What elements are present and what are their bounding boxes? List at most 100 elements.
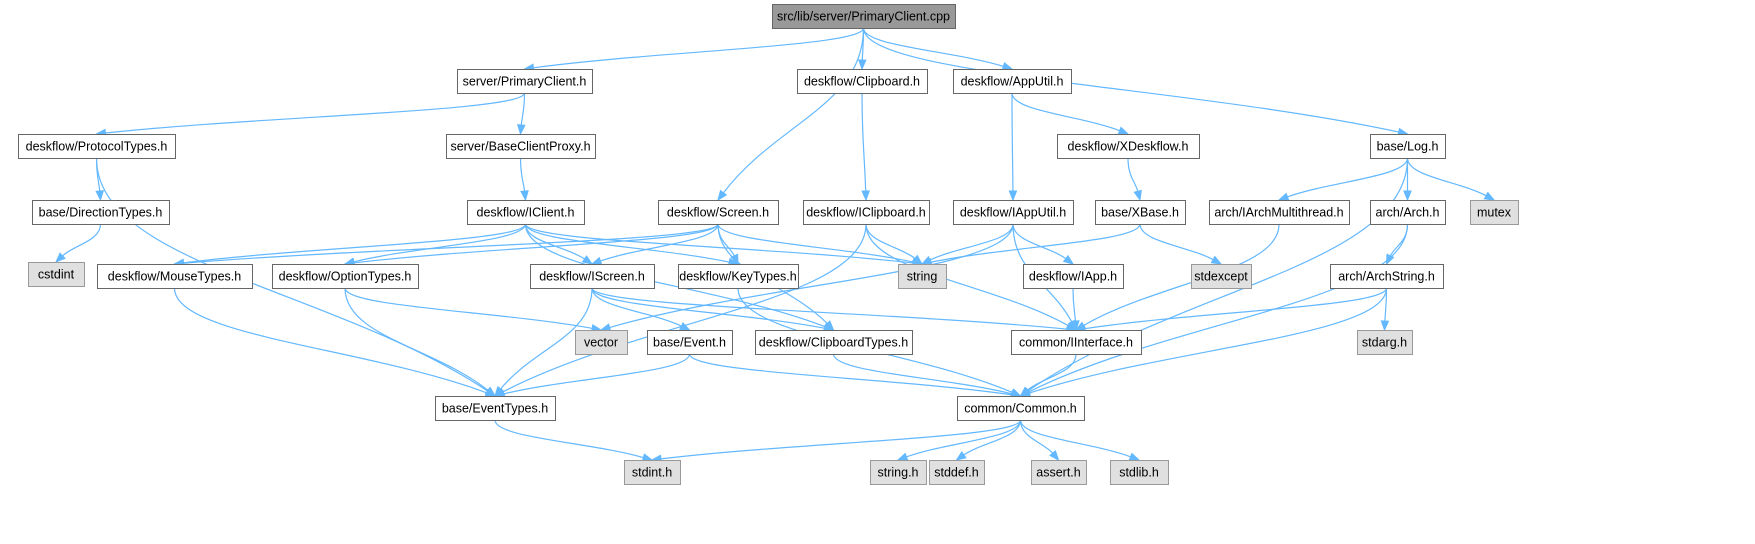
edge-primaryclient_h-to-protocoltypes_h xyxy=(104,92,526,134)
node-box-keytypes_h xyxy=(678,264,799,289)
edge-iclient_h-to-optiontypes_h xyxy=(352,223,527,263)
node-label: arch/Arch.h xyxy=(1376,206,1440,220)
node-label: deskflow/MouseTypes.h xyxy=(108,270,241,284)
node-optiontypes_h[interactable]: deskflow/OptionTypes.h xyxy=(272,264,419,289)
arrowhead-primaryclient_h-to-baseclientproxy_h xyxy=(516,124,526,136)
node-directiontypes_h[interactable]: base/DirectionTypes.h xyxy=(32,200,170,225)
node-label: common/Common.h xyxy=(964,402,1077,416)
node-box-clipboard_h xyxy=(797,69,928,94)
edge-common_h-to-string_h xyxy=(905,419,1022,458)
edge-optiontypes_h-to-vector xyxy=(344,287,594,330)
arrowhead-directiontypes_h-to-cstdint xyxy=(55,252,66,263)
node-label: string xyxy=(907,270,938,284)
edge-log_h-to-mutex xyxy=(1406,157,1488,197)
node-label: stdarg.h xyxy=(1362,336,1407,350)
arrowhead-common_h-to-assert_h xyxy=(1049,449,1060,462)
arrowhead-common_h-to-stdlib_h xyxy=(1128,452,1141,461)
arrowhead-arch_h-to-archstring_h xyxy=(1385,253,1395,266)
arrowhead-archstring_h-to-stdarg_h xyxy=(1380,320,1390,332)
node-arch_h[interactable]: arch/Arch.h xyxy=(1370,200,1446,225)
node-xbase_h[interactable]: base/XBase.h xyxy=(1095,200,1186,225)
node-box-stdexcept xyxy=(1191,264,1252,289)
node-assert_h: assert.h xyxy=(1031,460,1087,485)
edge-common_h-to-assert_h xyxy=(1019,419,1054,455)
node-iclipboard_h[interactable]: deskflow/IClipboard.h xyxy=(803,200,930,225)
node-box-iclient_h xyxy=(467,200,585,225)
edge-common_h-to-stdint_h xyxy=(659,419,1022,460)
edge-iscreen_h-to-eventtypes_h xyxy=(499,287,593,391)
node-box-archstring_h xyxy=(1330,264,1444,289)
node-box-string_h xyxy=(870,460,927,485)
edge-iapputil_h-to-string xyxy=(928,223,1014,261)
edge-arch_h-to-common_h xyxy=(1027,223,1409,393)
node-baseclientproxy_h[interactable]: server/BaseClientProxy.h xyxy=(446,134,596,159)
edge-iscreen_h-to-clipboardtypes_h xyxy=(591,287,826,330)
arrowhead-iclipboard_h-to-string xyxy=(911,254,924,265)
node-root: src/lib/server/PrimaryClient.cpp xyxy=(772,4,956,29)
node-primaryclient_h[interactable]: server/PrimaryClient.h xyxy=(457,69,593,94)
arrowhead-protocoltypes_h-to-directiontypes_h xyxy=(95,190,105,202)
node-string_h: string.h xyxy=(870,460,927,485)
node-label: deskflow/IClient.h xyxy=(477,206,575,220)
node-iapputil_h[interactable]: deskflow/IAppUtil.h xyxy=(953,200,1074,225)
edge-apputil_h-to-iapputil_h xyxy=(1011,92,1014,193)
node-label: stddef.h xyxy=(934,466,979,480)
node-screen_h[interactable]: deskflow/Screen.h xyxy=(658,200,779,225)
edge-root-to-primaryclient_h xyxy=(532,27,865,69)
node-box-iapputil_h xyxy=(953,200,1074,225)
edge-iclipboard_h-to-string xyxy=(865,223,917,260)
node-box-primaryclient_h xyxy=(457,69,593,94)
node-log_h[interactable]: base/Log.h xyxy=(1370,134,1446,159)
arrowhead-log_h-to-mutex xyxy=(1483,191,1496,201)
node-event_h[interactable]: base/Event.h xyxy=(647,330,733,355)
node-label: vector xyxy=(584,336,618,350)
node-label: deskflow/IApp.h xyxy=(1029,270,1117,284)
arrowhead-optiontypes_h-to-eventtypes_h xyxy=(484,386,497,397)
node-box-cstdint xyxy=(28,262,85,287)
node-xdeskflow_h[interactable]: deskflow/XDeskflow.h xyxy=(1057,134,1200,159)
node-iinterface_h[interactable]: common/IInterface.h xyxy=(1011,330,1142,355)
node-archstring_h[interactable]: arch/ArchString.h xyxy=(1330,264,1444,289)
node-stdexcept: stdexcept xyxy=(1191,264,1252,289)
node-label: server/PrimaryClient.h xyxy=(463,75,587,89)
edge-iinterface_h-to-common_h xyxy=(1026,353,1077,392)
node-iclient_h[interactable]: deskflow/IClient.h xyxy=(467,200,585,225)
node-label: deskflow/IClipboard.h xyxy=(806,206,926,220)
node-box-directiontypes_h xyxy=(32,200,170,225)
edge-screen_h-to-string xyxy=(717,223,915,263)
node-common_h[interactable]: common/Common.h xyxy=(957,396,1085,421)
edge-common_h-to-stdlib_h xyxy=(1019,419,1132,458)
arrowhead-screen_h-to-iscreen_h xyxy=(590,256,603,265)
node-label: base/Log.h xyxy=(1377,140,1439,154)
node-keytypes_h[interactable]: deskflow/KeyTypes.h xyxy=(678,264,799,289)
node-mousetypes_h[interactable]: deskflow/MouseTypes.h xyxy=(97,264,253,289)
edge-iapputil_h-to-iapp_h xyxy=(1012,223,1067,260)
node-label: assert.h xyxy=(1036,466,1081,480)
node-iapp_h[interactable]: deskflow/IApp.h xyxy=(1023,264,1124,289)
node-clipboardtypes_h[interactable]: deskflow/ClipboardTypes.h xyxy=(755,330,913,355)
node-box-apputil_h xyxy=(953,69,1072,94)
arrowhead-root-to-clipboard_h xyxy=(857,59,867,71)
node-label: stdint.h xyxy=(632,466,672,480)
node-iarchmultithread_h[interactable]: arch/IArchMultithread.h xyxy=(1209,200,1350,225)
node-label: common/IInterface.h xyxy=(1019,336,1133,350)
node-box-iclipboard_h xyxy=(803,200,930,225)
edge-archstring_h-to-common_h xyxy=(1027,287,1388,395)
node-apputil_h[interactable]: deskflow/AppUtil.h xyxy=(953,69,1072,94)
node-label: arch/ArchString.h xyxy=(1338,270,1435,284)
node-box-arch_h xyxy=(1370,200,1446,225)
node-protocoltypes_h[interactable]: deskflow/ProtocolTypes.h xyxy=(18,134,176,159)
node-box-log_h xyxy=(1370,134,1446,159)
node-box-xbase_h xyxy=(1095,200,1186,225)
edge-root-to-apputil_h xyxy=(862,27,1005,68)
edge-mousetypes_h-to-eventtypes_h xyxy=(173,287,488,394)
node-eventtypes_h[interactable]: base/EventTypes.h xyxy=(435,396,556,421)
arrowhead-iinterface_h-to-common_h xyxy=(1019,386,1031,397)
arrowhead-root-to-apputil_h xyxy=(1001,62,1014,71)
node-box-protocoltypes_h xyxy=(18,134,176,159)
node-clipboard_h[interactable]: deskflow/Clipboard.h xyxy=(797,69,928,94)
node-iscreen_h[interactable]: deskflow/IScreen.h xyxy=(530,264,655,289)
node-mutex: mutex xyxy=(1470,200,1519,225)
arrowhead-clipboard_h-to-iclipboard_h xyxy=(861,190,871,202)
node-label: deskflow/AppUtil.h xyxy=(961,75,1064,89)
